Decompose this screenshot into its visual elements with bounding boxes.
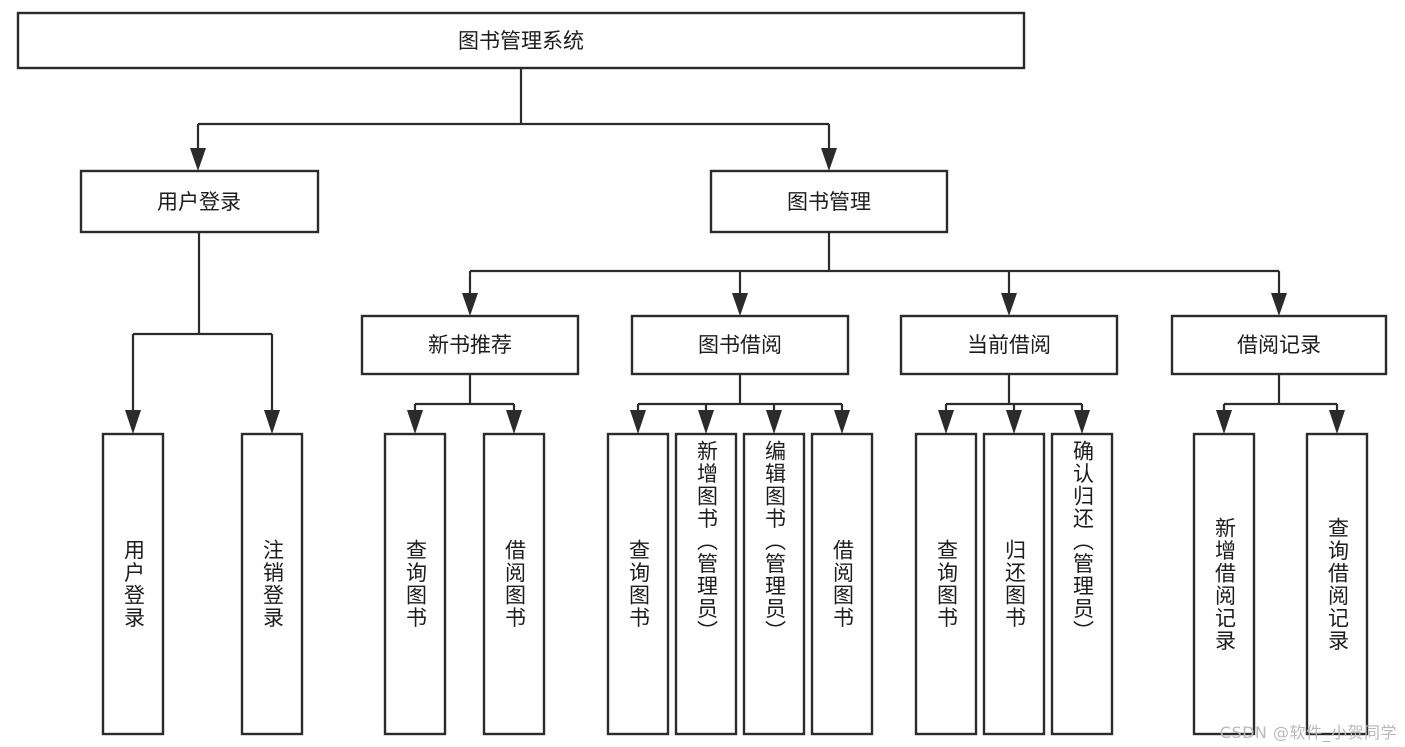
arrowhead-leaf-query-book-3	[938, 410, 954, 434]
leaf-add-record-box[interactable]	[1192, 432, 1256, 736]
connector-book-manage-to-level2	[468, 232, 1281, 300]
leaf-borrow-book-2-box[interactable]	[810, 432, 874, 736]
node-user-login-box[interactable]	[79, 169, 320, 234]
leaf-add-book-box[interactable]	[674, 432, 738, 736]
leaf-query-book-1-box[interactable]	[383, 432, 447, 736]
leaf-logout-box[interactable]	[240, 432, 304, 736]
node-borrow-record-label: 借阅记录	[1237, 333, 1321, 357]
arrowhead-leaf-confirm-return	[1074, 410, 1090, 434]
leaf-user-login-box[interactable]	[101, 432, 165, 736]
arrowhead-to-book-manage	[821, 148, 837, 171]
arrowhead-leaf-logout	[264, 410, 280, 434]
arrowhead-to-new-book	[462, 293, 478, 316]
arrowhead-to-current-borrow	[1001, 293, 1017, 316]
node-book-borrow-label: 图书借阅	[698, 333, 782, 357]
arrowhead-to-book-borrow	[732, 293, 748, 316]
arrowhead-to-borrow-record	[1271, 293, 1287, 316]
arrowhead-leaf-query-book-1	[407, 410, 423, 434]
node-current-borrow-label: 当前借阅	[967, 333, 1051, 357]
connector-book-borrow-to-leaves	[636, 374, 844, 410]
arrowhead-leaf-return-book	[1006, 410, 1022, 434]
arrowhead-leaf-borrow-book-2	[834, 410, 850, 434]
arrowhead-leaf-add-record	[1216, 410, 1232, 434]
arrowhead-leaf-query-book-2	[630, 410, 646, 434]
node-current-borrow-box[interactable]	[899, 314, 1119, 376]
node-book-manage-label: 图书管理	[787, 190, 871, 214]
csdn-watermark: CSDN @软件_小贺同学	[1219, 723, 1397, 742]
node-user-login-label: 用户登录	[157, 190, 241, 214]
leaf-return-book-box[interactable]	[982, 432, 1046, 736]
leaf-confirm-return-box[interactable]	[1050, 432, 1114, 736]
node-new-book-recommend-box[interactable]	[360, 314, 580, 376]
leaf-query-book-2-box[interactable]	[606, 432, 670, 736]
leaf-edit-book-box[interactable]	[742, 432, 806, 736]
connector-user-login-to-leaves	[131, 232, 274, 410]
connector-root-to-level1	[196, 68, 831, 156]
node-new-book-recommend-label: 新书推荐	[428, 333, 512, 357]
node-root-label: 图书管理系统	[458, 29, 584, 53]
leaf-borrow-book-1-box[interactable]	[482, 432, 546, 736]
connector-new-book-to-leaves	[413, 374, 516, 410]
arrowhead-leaf-borrow-book-1	[506, 410, 522, 434]
connector-current-borrow-to-leaves	[944, 374, 1084, 410]
leaf-query-record-box[interactable]	[1305, 432, 1369, 736]
arrowhead-to-user-login	[190, 148, 206, 171]
leaf-query-book-3-box[interactable]	[914, 432, 978, 736]
arrowhead-leaf-add-book	[698, 410, 714, 434]
connector-borrow-record-to-leaves	[1222, 374, 1339, 410]
arrowhead-leaf-edit-book	[766, 410, 782, 434]
node-root-box[interactable]	[16, 11, 1026, 70]
arrowhead-leaf-query-record	[1329, 410, 1345, 434]
arrowhead-leaf-user-login	[125, 410, 141, 434]
